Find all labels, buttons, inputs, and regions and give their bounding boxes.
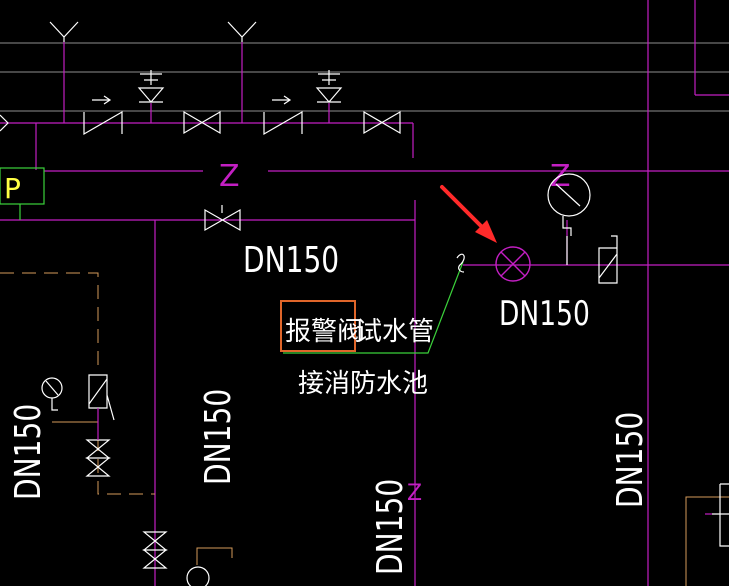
z-mark-mid: Z <box>407 481 422 506</box>
annotation-arrow <box>440 185 497 243</box>
bottom-pipe-stub <box>196 547 233 565</box>
gate-valve-lower <box>204 205 241 232</box>
alarm-valve-label: 报警阀 <box>285 317 363 347</box>
dashed-pipe-lower <box>97 437 155 495</box>
z-mark-top-left: Z <box>219 159 240 194</box>
dn-label-vertical-low: DN150 <box>369 479 411 575</box>
dn-label-left-pipe: DN150 <box>243 239 339 281</box>
dn-label-alarm-valve: DN150 <box>499 295 590 334</box>
dashed-pipe <box>0 272 99 370</box>
connect-tank-label: 接消防水池 <box>298 369 428 399</box>
test-pipe-label: 试水管 <box>356 317 434 347</box>
vertical-valve-stacks <box>137 70 343 103</box>
upper-valves <box>0 95 401 136</box>
top-fittings <box>49 21 257 42</box>
pipe-end-symbol <box>456 253 465 273</box>
highlight-box <box>280 300 356 352</box>
z-mark-top-right: Z <box>550 159 571 194</box>
dn-label-vertical-left: DN150 <box>7 404 49 500</box>
left-gauge-assembly <box>41 374 115 477</box>
dn-label-vertical-mid: DN150 <box>197 389 239 485</box>
alarm-valve <box>495 246 531 282</box>
pump-letter: P <box>4 172 21 205</box>
dn-label-vertical-right: DN150 <box>609 412 651 508</box>
bottom-gate-valve <box>142 531 168 569</box>
check-valve-right <box>598 235 618 284</box>
pressure-gauge-right <box>547 173 591 265</box>
test-pipe-leader <box>283 261 464 354</box>
bottom-gauge-icon <box>186 566 210 586</box>
right-lower-fitting <box>685 483 729 586</box>
pump-box <box>0 167 45 205</box>
